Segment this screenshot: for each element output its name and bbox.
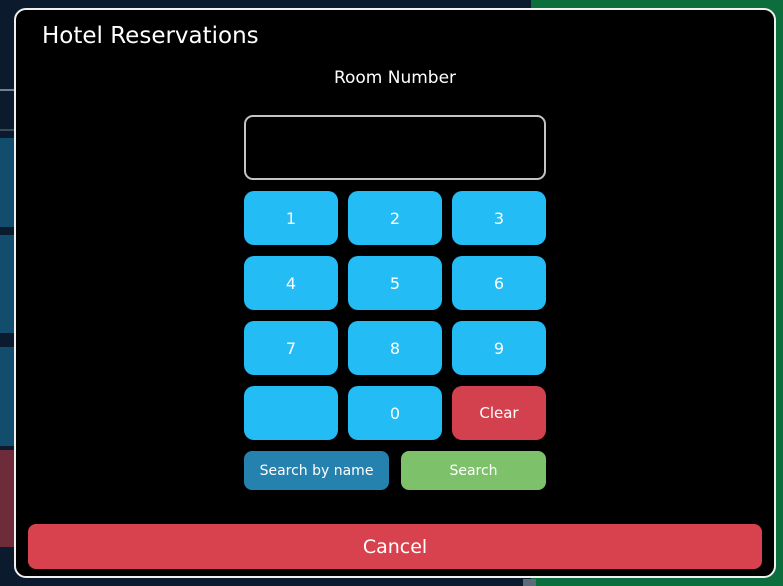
background-divider xyxy=(0,129,14,131)
keypad-key-blank[interactable] xyxy=(244,386,338,440)
keypad-key-clear[interactable]: Clear xyxy=(452,386,546,440)
background-scroll-chip xyxy=(523,579,536,586)
search-actions-row: Search by name Search xyxy=(244,451,546,490)
search-button[interactable]: Search xyxy=(401,451,546,490)
hotel-reservations-dialog: Hotel Reservations Room Number 1 2 3 4 5… xyxy=(14,8,776,578)
numeric-keypad: 1 2 3 4 5 6 7 8 9 0 Clear xyxy=(244,191,546,440)
room-number-input[interactable] xyxy=(244,115,546,180)
background-table-row xyxy=(0,450,14,547)
room-number-pad: Room Number 1 2 3 4 5 6 7 8 9 0 Clear Se… xyxy=(244,67,546,490)
keypad-key-2[interactable]: 2 xyxy=(348,191,442,245)
background-divider xyxy=(0,89,14,91)
keypad-key-7[interactable]: 7 xyxy=(244,321,338,375)
search-by-name-button[interactable]: Search by name xyxy=(244,451,389,490)
keypad-key-3[interactable]: 3 xyxy=(452,191,546,245)
keypad-key-9[interactable]: 9 xyxy=(452,321,546,375)
background-table-row xyxy=(0,138,14,227)
background-table-row xyxy=(0,235,14,333)
background-table-row xyxy=(0,347,14,446)
keypad-key-4[interactable]: 4 xyxy=(244,256,338,310)
keypad-key-6[interactable]: 6 xyxy=(452,256,546,310)
keypad-key-1[interactable]: 1 xyxy=(244,191,338,245)
room-number-label: Room Number xyxy=(333,68,457,88)
keypad-key-8[interactable]: 8 xyxy=(348,321,442,375)
keypad-key-5[interactable]: 5 xyxy=(348,256,442,310)
dialog-title: Hotel Reservations xyxy=(42,23,259,49)
keypad-key-0[interactable]: 0 xyxy=(348,386,442,440)
cancel-button[interactable]: Cancel xyxy=(28,524,762,569)
